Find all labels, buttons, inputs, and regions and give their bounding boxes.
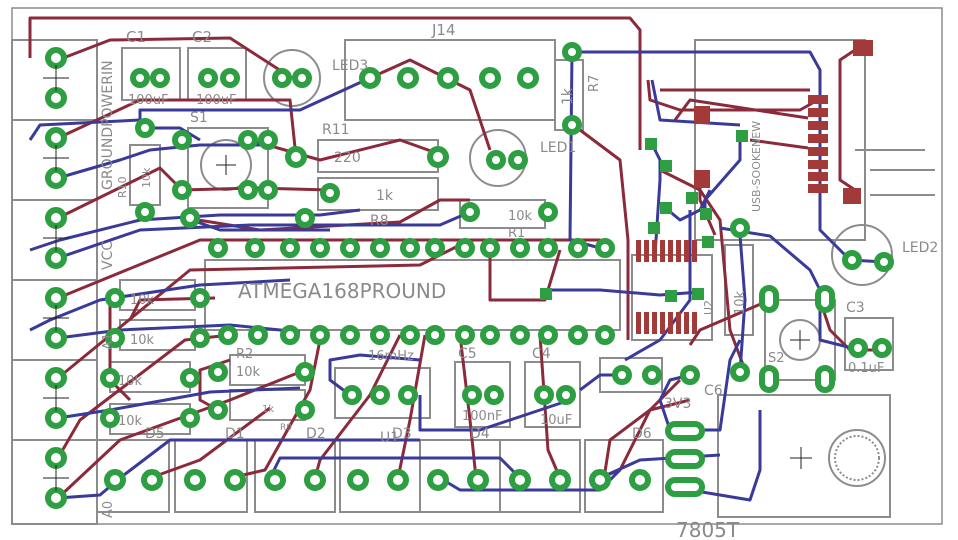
oblong-pads: [665, 285, 835, 497]
label-c3-value: 0.1uF: [848, 361, 884, 376]
label-j14: J14: [431, 21, 456, 39]
label-r10: R10: [116, 176, 129, 198]
top-layer-traces: [28, 16, 880, 500]
label-c2-value: 100uF: [196, 93, 237, 108]
label-led3: LED3: [332, 58, 368, 74]
label-s2: S2: [768, 351, 785, 366]
label-c1-value: 100uF: [128, 93, 169, 108]
label-d3: D3: [392, 426, 412, 442]
through-hole-pads: [45, 42, 894, 509]
label-d2: D2: [306, 426, 326, 442]
label-d6-value: 3V3: [664, 396, 691, 412]
label-d6: D6: [632, 426, 652, 442]
label-chip: ATMEGA168PROUND: [238, 279, 446, 303]
label-r11-value: 220: [334, 150, 361, 166]
label-r7: R7: [587, 75, 602, 92]
label-a0: A0: [101, 501, 116, 518]
label-led1: LED1: [540, 140, 576, 156]
label-c6: C6: [704, 383, 723, 399]
label-c3: C3: [846, 300, 865, 316]
label-vcc: VCC: [100, 241, 116, 270]
label-regulator: 7805T: [676, 518, 740, 540]
label-r7-value: 1k: [560, 87, 576, 105]
label-d5: D5: [145, 426, 165, 442]
label-c2: C2: [192, 28, 212, 46]
label-c4: C4: [532, 346, 551, 362]
label-d4: D4: [470, 426, 490, 442]
label-s1: S1: [190, 110, 208, 126]
cross-marks: [43, 65, 812, 491]
smd-pads: [694, 40, 873, 204]
label-r3-value: 10k: [130, 333, 155, 348]
label-ground-power-in: GROUNDPOWERIN: [100, 60, 116, 190]
board-outline: [11, 7, 943, 525]
label-r5-value: 10k: [118, 374, 143, 389]
label-r10-value: 10k: [140, 167, 153, 188]
label-r11: R11: [322, 122, 350, 138]
label-d1: D1: [225, 426, 245, 442]
label-r9-value: 1k: [262, 404, 274, 415]
qfp-pads: [636, 240, 697, 334]
label-r9: R9: [280, 423, 292, 433]
label-r4-value: 10k: [130, 293, 155, 308]
label-c5-value: 100nF: [462, 409, 503, 424]
label-u2: U2: [702, 300, 715, 315]
label-c1: C1: [126, 28, 146, 46]
label-r8-value: 1k: [376, 188, 394, 204]
label-r8: R8: [370, 213, 389, 229]
label-r2: R2: [236, 347, 253, 362]
label-usb: USB-SOOKENEW: [750, 121, 763, 212]
label-c5: C5: [458, 346, 477, 362]
label-r10b-value: 10k: [733, 290, 748, 315]
label-led2: LED2: [902, 240, 938, 256]
label-a1: A1: [101, 333, 116, 350]
label-c4-value: 10uF: [540, 413, 572, 428]
label-r6-value: 10k: [118, 414, 143, 429]
label-r2-value: 10k: [236, 365, 261, 380]
label-xtal: 16mHz: [368, 349, 414, 364]
vias: [540, 130, 748, 302]
label-r1-value: 10k: [508, 209, 533, 224]
label-u1: U1: [380, 430, 399, 446]
label-r1: R1: [508, 226, 525, 241]
